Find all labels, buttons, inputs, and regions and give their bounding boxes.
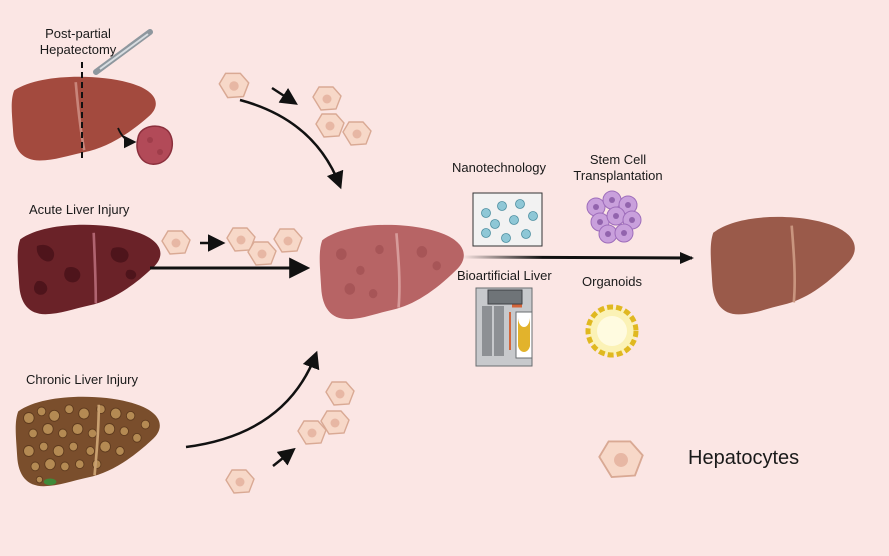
resection-arrow — [117, 127, 137, 149]
post-partial-line2: Hepatectomy — [39, 42, 117, 57]
bioartificial-liver-label: Bioartificial Liver — [457, 268, 552, 283]
acute-liver-injury-label: Acute Liver Injury — [29, 202, 130, 217]
chronic-injured-liver — [15, 396, 160, 487]
post-partial-line1: Post-partial — [45, 26, 111, 41]
restored-liver — [710, 216, 855, 315]
stem-line1: Stem Cell — [589, 152, 647, 167]
hepatocyte-icon — [598, 440, 644, 479]
regenerating-liver — [319, 224, 464, 320]
hepatocyte-group-top — [218, 72, 372, 146]
nanotech-box — [472, 192, 543, 247]
stem-line2: Transplantation — [573, 168, 663, 183]
arrow-from-chronic — [185, 350, 320, 449]
arrow-to-restored-head — [680, 252, 694, 264]
organoids-label: Organoids — [582, 274, 642, 289]
hepatocyte-group-acute — [161, 227, 303, 266]
scalpel-icon — [93, 29, 153, 75]
arrow-small-top — [271, 86, 298, 105]
resected-liver-piece — [136, 125, 174, 165]
bioartificial-device — [475, 287, 533, 367]
organoid — [585, 304, 639, 358]
healthy-liver — [11, 76, 156, 161]
chronic-liver-injury-label: Chronic Liver Injury — [26, 372, 138, 387]
arrow-to-restored — [461, 255, 693, 260]
legend-hepatocytes-label: Hepatocytes — [688, 447, 800, 469]
arrow-small-chronic — [272, 447, 296, 467]
stem-cell-transplantation-label: Stem Cell Transplantation — [558, 152, 678, 184]
acute-injured-liver — [17, 224, 161, 315]
stem-cell-cluster — [586, 190, 642, 244]
nanotechnology-label: Nanotechnology — [452, 160, 546, 175]
arrow-from-hepatectomy — [239, 98, 344, 190]
post-partial-hepatectomy-label: Post-partial Hepatectomy — [18, 26, 138, 58]
